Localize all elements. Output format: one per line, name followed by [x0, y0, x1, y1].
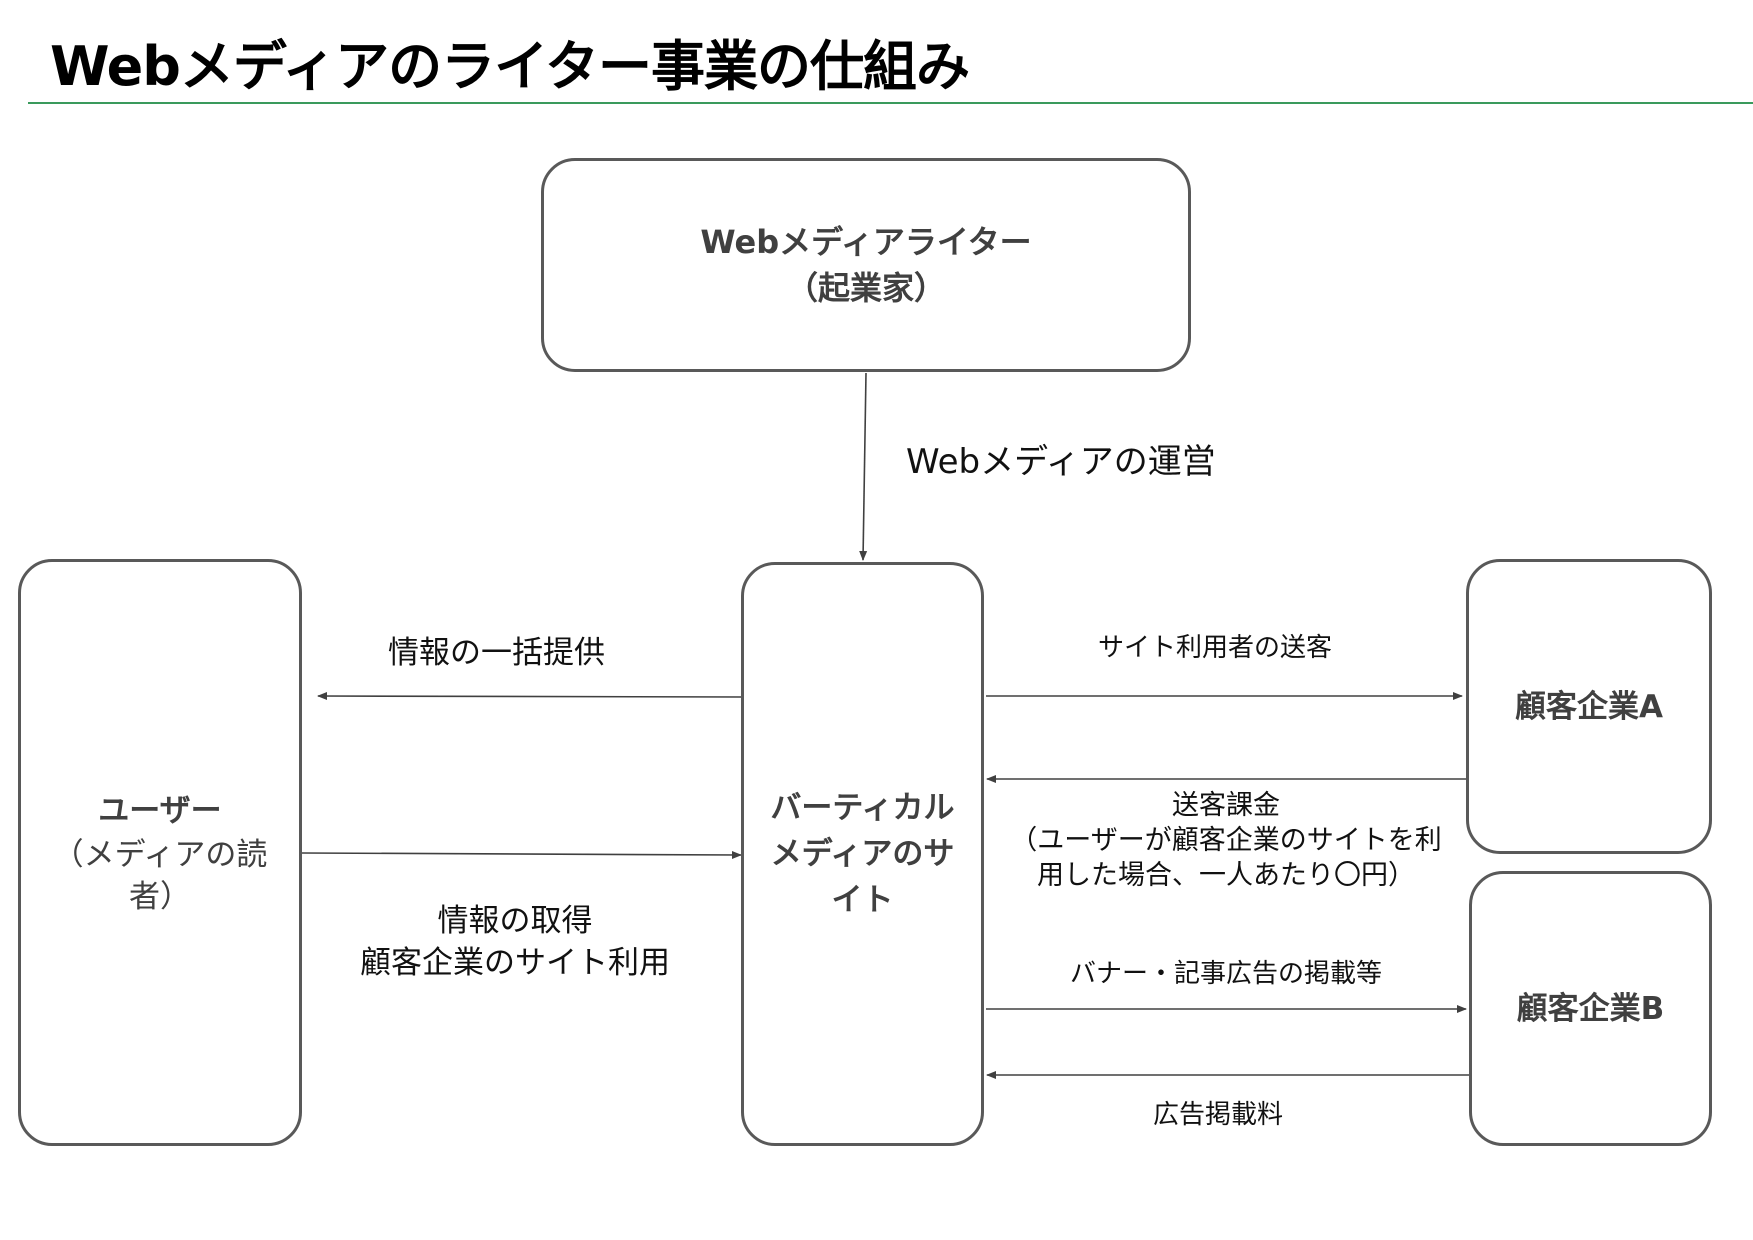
- title-underline: [28, 102, 1753, 104]
- site-node-label-2: メディアのサ: [770, 836, 955, 872]
- client-a-node: 顧客企業A: [1466, 559, 1712, 854]
- edge-label-client-b-to-site: 広告掲載料: [1153, 1100, 1284, 1130]
- edge-label-client-a-to-site: 送客課金 （ユーザーが顧客企業のサイトを利 用した場合、一人あたり〇円）: [1000, 788, 1452, 893]
- edge-label-site-to-client-a: サイト利用者の送客: [1098, 633, 1333, 663]
- user-node: ユーザー （メディアの読 者）: [18, 559, 302, 1146]
- edge-label-site-to-user: 情報の一括提供: [388, 635, 605, 671]
- edge-label-writer-to-site: Webメディアの運営: [906, 442, 1216, 482]
- slide-title: Webメディアのライター事業の仕組み: [50, 35, 970, 98]
- writer-node-sublabel: （起業家）: [785, 269, 946, 307]
- edge-label-user-to-site-line1: 情報の取得: [437, 903, 593, 939]
- arrow-writer-to-site: [859, 372, 868, 561]
- edge-label-site-to-client-b: バナー・記事広告の掲載等: [1070, 959, 1383, 989]
- writer-node-label: Webメディアライター: [700, 223, 1032, 261]
- user-node-label: ユーザー: [98, 792, 222, 829]
- edge-label-user-to-site: 情報の取得 顧客企業のサイト利用: [355, 900, 675, 984]
- site-node-label-1: バーティカル: [770, 790, 955, 826]
- site-node-label-3: イト: [831, 882, 894, 918]
- arrow-site-to-user: [317, 692, 745, 701]
- edge-label-client-a-to-site-line1: 送客課金: [1172, 790, 1280, 821]
- edge-label-user-to-site-line2: 顧客企業のサイト利用: [360, 945, 670, 981]
- user-node-sublabel-2: 者）: [129, 878, 191, 915]
- user-node-sublabel-1: （メディアの読: [52, 836, 268, 873]
- arrow-user-to-site: [301, 850, 742, 859]
- edge-label-client-a-to-site-line2: （ユーザーが顧客企業のサイトを利: [1010, 825, 1442, 856]
- client-b-node: 顧客企業B: [1469, 871, 1712, 1146]
- client-a-label: 顧客企業A: [1515, 688, 1663, 725]
- edge-label-client-a-to-site-line3: 用した場合、一人あたり〇円）: [1037, 860, 1415, 891]
- client-b-label: 顧客企業B: [1516, 990, 1665, 1027]
- writer-node: Webメディアライター （起業家）: [541, 158, 1191, 372]
- site-node: バーティカル メディアのサ イト: [741, 562, 984, 1146]
